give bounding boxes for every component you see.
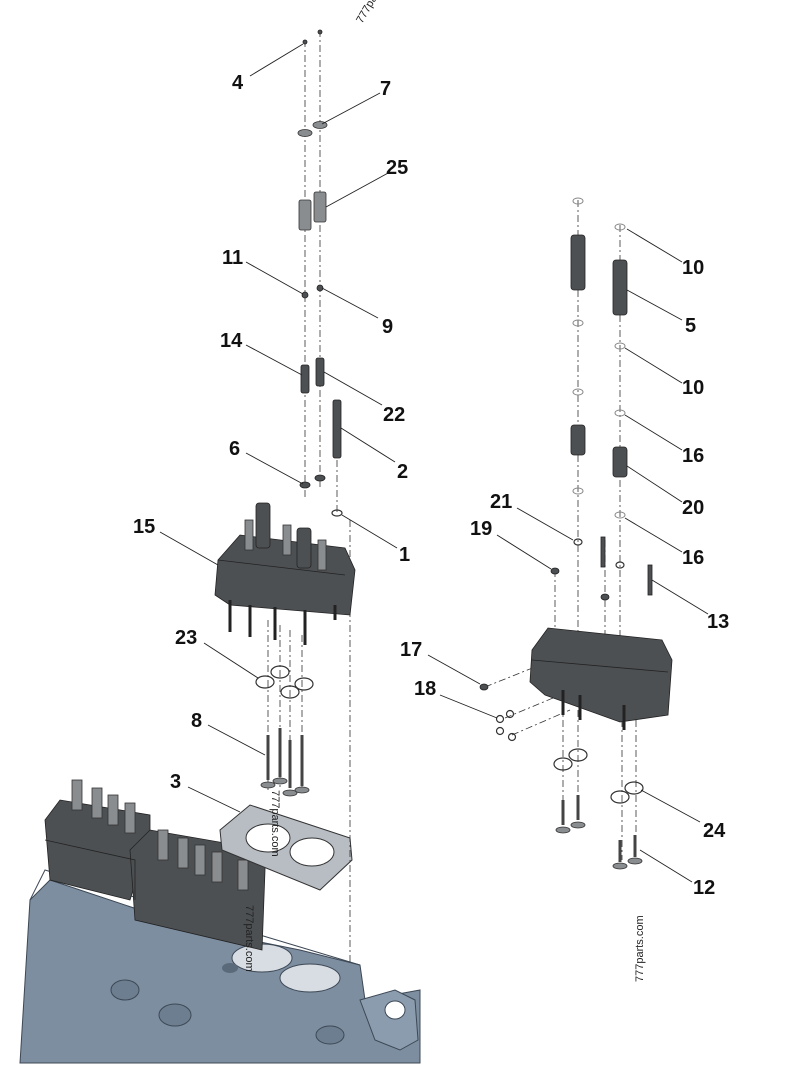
callout-14: 14 bbox=[220, 330, 243, 352]
callout-4: 4 bbox=[232, 72, 244, 94]
callout-7: 7 bbox=[380, 78, 391, 100]
left-valve-train-parts bbox=[297, 29, 343, 517]
callout-18: 18 bbox=[414, 678, 436, 700]
callout-16-upper: 16 bbox=[682, 445, 704, 467]
leader-lines bbox=[159, 43, 709, 883]
callout-9: 9 bbox=[382, 316, 393, 338]
cylinder-head-left bbox=[214, 502, 356, 645]
callout-24: 24 bbox=[703, 820, 726, 842]
callout-10-upper: 10 bbox=[682, 257, 704, 279]
watermark-block: 777parts.com bbox=[243, 905, 255, 972]
right-small-parts bbox=[479, 683, 517, 742]
callout-5: 5 bbox=[685, 315, 696, 337]
callout-12: 12 bbox=[693, 877, 715, 899]
watermark-right: 777parts.com bbox=[634, 915, 646, 982]
engine-block bbox=[19, 869, 421, 1064]
left-valves bbox=[260, 728, 310, 797]
right-injector-parts bbox=[550, 197, 653, 601]
right-valves bbox=[555, 795, 643, 870]
installed-valve-springs bbox=[71, 779, 249, 891]
callout-23: 23 bbox=[175, 627, 197, 649]
callout-13: 13 bbox=[707, 611, 729, 633]
callout-6: 6 bbox=[229, 438, 240, 460]
callout-1: 1 bbox=[399, 544, 410, 566]
callout-3: 3 bbox=[170, 771, 181, 793]
callout-25: 25 bbox=[386, 157, 408, 179]
callout-17: 17 bbox=[400, 639, 422, 661]
head-gasket bbox=[219, 804, 353, 891]
watermark-gasket: 777parts.com bbox=[269, 790, 281, 857]
right-seal-rings bbox=[553, 748, 644, 804]
cylinder-head-right bbox=[529, 627, 673, 730]
callout-16-lower: 16 bbox=[682, 547, 704, 569]
callout-10-lower: 10 bbox=[682, 377, 704, 399]
callout-2: 2 bbox=[397, 461, 408, 483]
callout-21: 21 bbox=[490, 491, 512, 513]
callout-8: 8 bbox=[191, 710, 202, 732]
callout-15: 15 bbox=[133, 516, 155, 538]
watermark-top: 777parts.com bbox=[354, 0, 398, 26]
callout-11: 11 bbox=[222, 247, 243, 269]
callout-22: 22 bbox=[383, 404, 405, 426]
left-seal-rings bbox=[255, 665, 314, 699]
callout-labels: 4 7 25 11 9 14 22 2 6 15 1 23 8 3 10 5 1… bbox=[133, 72, 729, 899]
callout-20: 20 bbox=[682, 497, 704, 519]
callout-19: 19 bbox=[470, 518, 492, 540]
